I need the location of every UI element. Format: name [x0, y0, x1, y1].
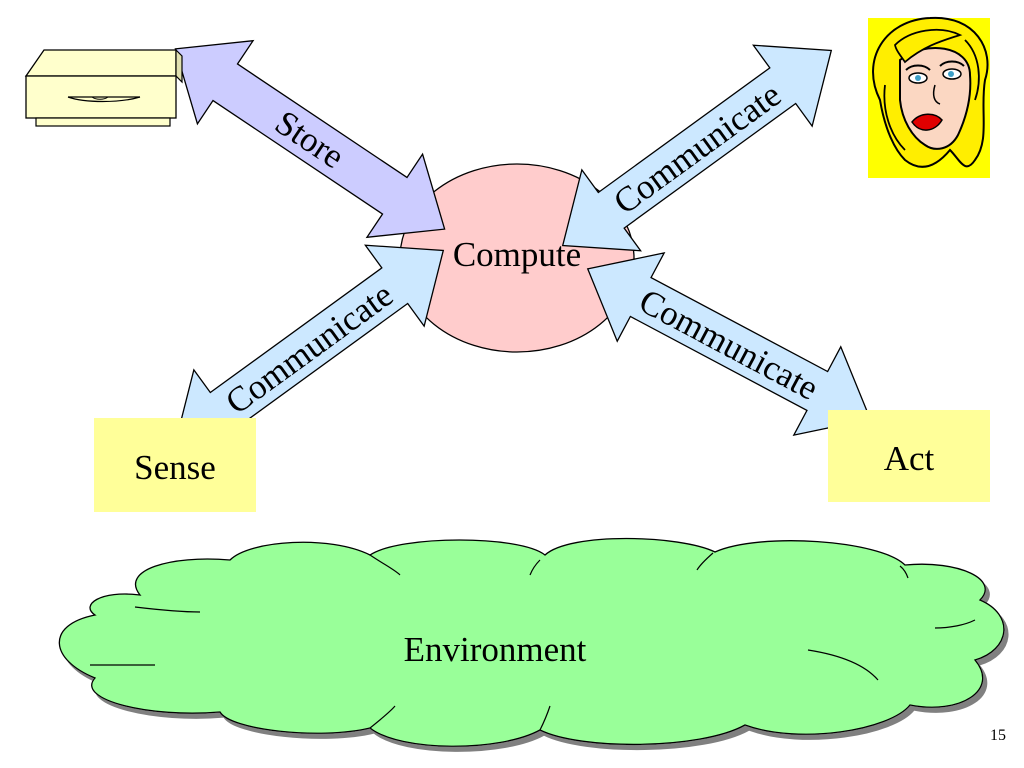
environment-label: Environment	[404, 630, 587, 669]
environment-cloud: Environment	[58, 537, 1005, 747]
communicate-arrow-person-label: Communicate	[606, 75, 788, 222]
store-arrow: Store	[174, 39, 446, 239]
act-box: Act	[828, 410, 990, 502]
communicate-arrow-act-label: Communicate	[633, 281, 825, 408]
compute-label: Compute	[453, 235, 581, 274]
disk-drive-icon	[24, 48, 183, 127]
communicate-arrow-person: Communicate	[561, 44, 833, 252]
communicate-arrow-sense-label: Communicate	[218, 275, 400, 422]
act-label: Act	[884, 439, 935, 478]
page-number: 15	[990, 727, 1006, 744]
woman-face-icon	[868, 16, 990, 178]
sense-label: Sense	[134, 448, 216, 487]
sense-box: Sense	[94, 418, 256, 512]
